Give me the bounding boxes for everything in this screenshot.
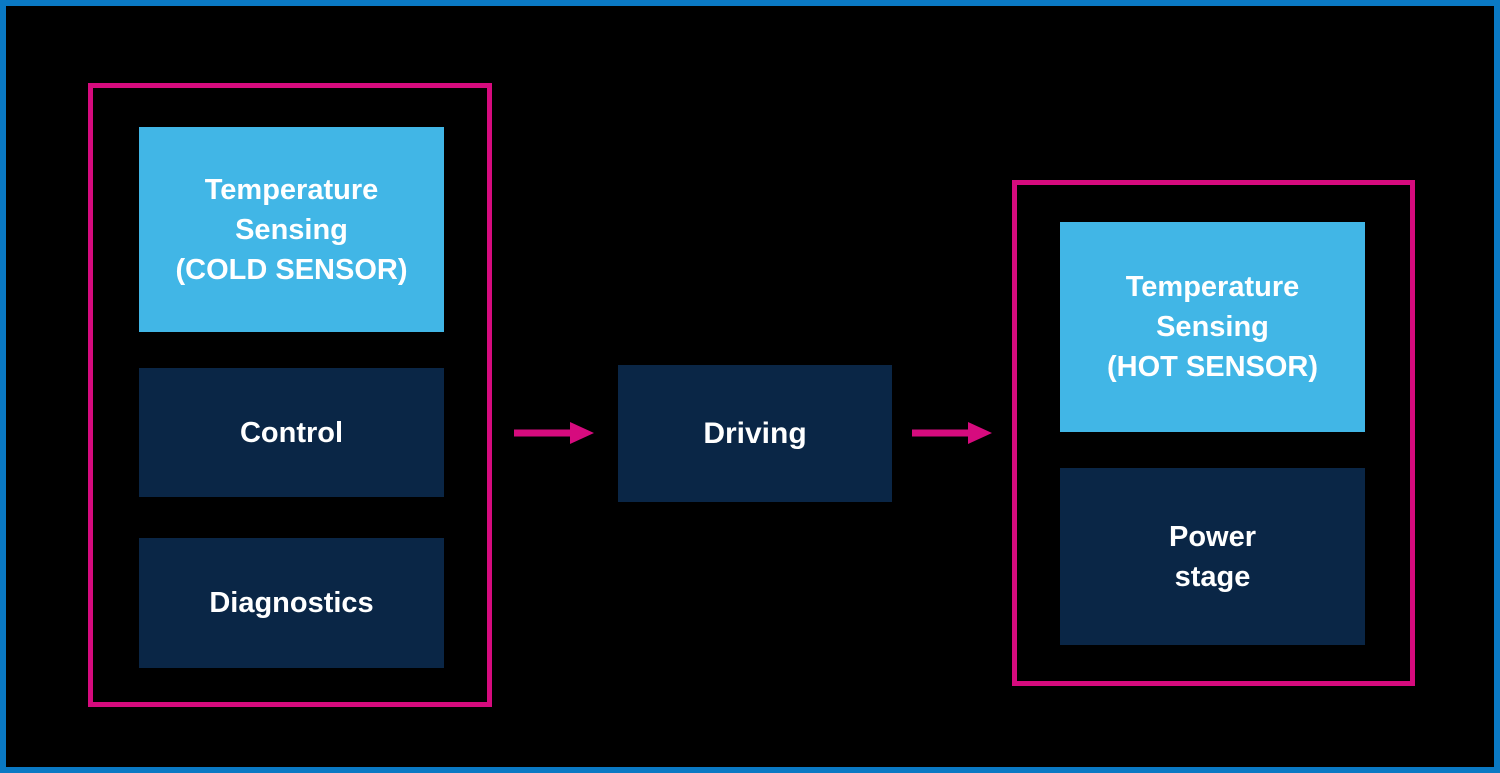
power-stage-box: Power stage [1060, 468, 1365, 645]
cold-sensor-box: Temperature Sensing (COLD SENSOR) [139, 127, 444, 332]
cold-sensor-label-line1: Temperature [204, 173, 379, 206]
right-group-frame: Temperature Sensing (HOT SENSOR) Power s… [1012, 180, 1415, 686]
control-label: Control [239, 416, 344, 449]
cold-sensor-label-line2: Sensing [235, 213, 348, 246]
hot-sensor-box: Temperature Sensing (HOT SENSOR) [1060, 222, 1365, 432]
control-box: Control [139, 368, 444, 497]
hot-sensor-label-line1: Temperature [1125, 271, 1300, 303]
driving-box: Driving [618, 365, 892, 502]
arrow-left-to-driving [514, 422, 594, 444]
power-stage-label-line2: stage [1174, 560, 1251, 593]
hot-sensor-label-line2: Sensing [1156, 311, 1269, 343]
hot-sensor-label-line3: (HOT SENSOR) [1106, 351, 1319, 383]
cold-sensor-label-line3: (COLD SENSOR) [175, 253, 408, 286]
power-stage-label-line1: Power [1168, 520, 1257, 553]
diagnostics-box: Diagnostics [139, 538, 444, 668]
arrow-driving-to-right [912, 422, 992, 444]
diagnostics-label: Diagnostics [209, 587, 374, 619]
driving-label: Driving [703, 416, 807, 450]
left-group-frame: Temperature Sensing (COLD SENSOR) Contro… [88, 83, 492, 707]
